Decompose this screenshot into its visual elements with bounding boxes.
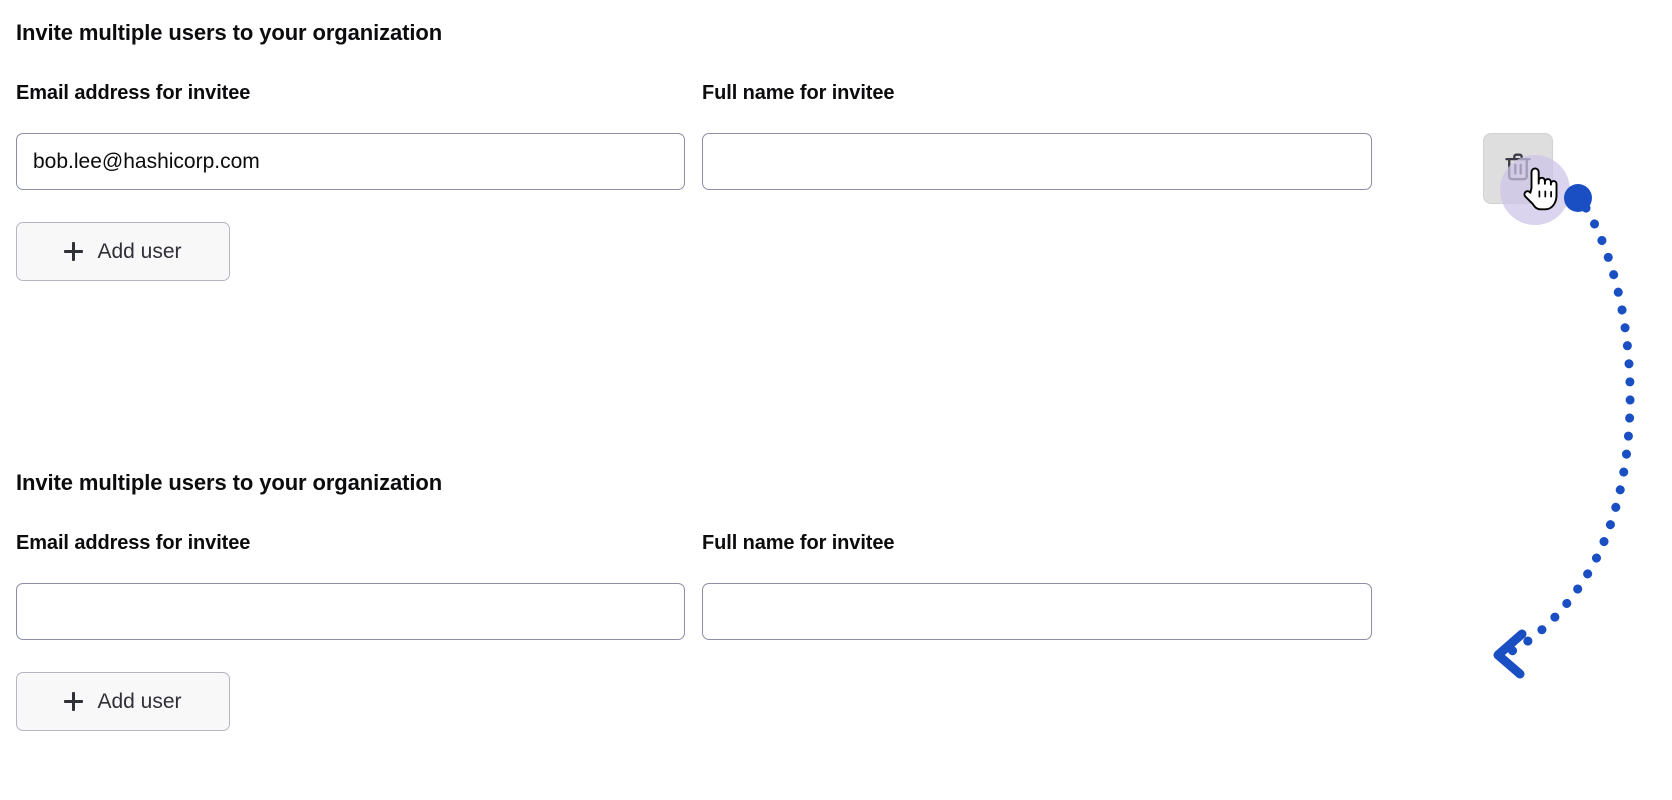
email-field-label: Email address for invitee: [16, 82, 251, 104]
plus-icon: [64, 692, 84, 711]
page-title: Invite multiple users to your organizati…: [16, 20, 443, 45]
annotation-arrowhead-icon: [1493, 629, 1527, 679]
name-field-label-2: Full name for invitee: [702, 532, 895, 554]
name-field-label: Full name for invitee: [702, 82, 895, 104]
annotation-dotted-path: [1503, 203, 1635, 658]
add-user-button-label: Add user: [97, 239, 182, 263]
name-input[interactable]: [702, 133, 1372, 190]
email-input[interactable]: [16, 133, 685, 190]
add-user-button[interactable]: Add user: [16, 222, 230, 281]
trash-icon: [1503, 151, 1533, 186]
email-field-label-2: Email address for invitee: [16, 532, 251, 554]
add-user-button-2[interactable]: Add user: [16, 672, 230, 731]
plus-icon: [64, 242, 84, 261]
add-user-button-label-2: Add user: [97, 689, 182, 713]
email-input-2[interactable]: [16, 583, 685, 640]
name-input-2[interactable]: [702, 583, 1372, 640]
annotation-start-dot: [1564, 184, 1592, 212]
delete-row-button[interactable]: [1483, 133, 1553, 204]
page-title-2: Invite multiple users to your organizati…: [16, 470, 443, 495]
